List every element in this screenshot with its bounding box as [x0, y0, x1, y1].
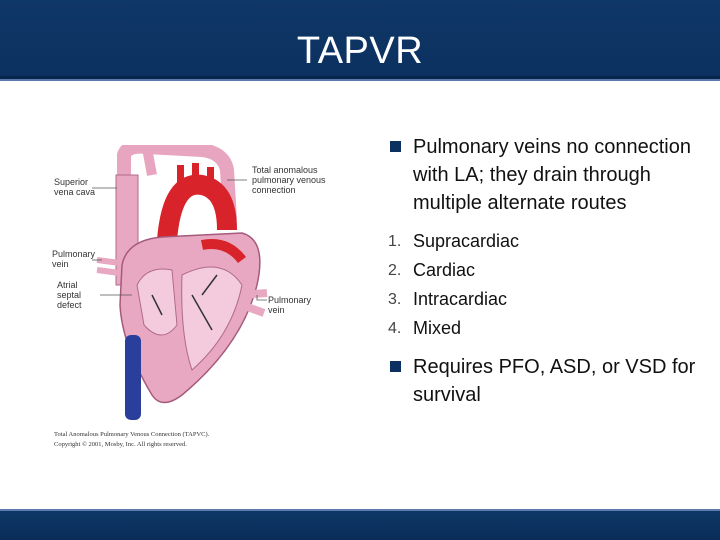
title-bar: TAPVR [0, 0, 720, 79]
list-item: 2. Cardiac [388, 256, 708, 285]
list-number: 3. [388, 291, 402, 308]
footer-divider [0, 509, 720, 511]
list-number: 4. [388, 320, 402, 337]
slide-title: TAPVR [296, 30, 424, 72]
content-bullets: Pulmonary veins no connection with LA; t… [388, 133, 708, 419]
bullet-text: Requires PFO, ASD, or VSD for survival [413, 356, 696, 406]
label-superior-vena-cava: Superior vena cava [54, 177, 96, 197]
list-item: 4. Mixed [388, 314, 708, 343]
header-divider [0, 79, 720, 81]
list-item: 3. Intracardiac [388, 285, 708, 314]
label-pulmonary-vein-left: Pulmonary vein [52, 249, 96, 269]
bullet-text: Pulmonary veins no connection with LA; t… [413, 136, 691, 214]
bullet-square-icon [390, 361, 401, 372]
bullet-item: Pulmonary veins no connection with LA; t… [388, 133, 708, 217]
list-item: 1. Supracardiac [388, 227, 708, 256]
label-tapvc: Total anomalous pulmonary venous connect… [252, 165, 326, 195]
heart-diagram: Superior vena cava Total anomalous pulmo… [52, 139, 342, 455]
label-atrial-septal-defect: Atrial septal defect [57, 280, 82, 310]
list-text: Supracardiac [413, 231, 520, 251]
figure-copyright: Copyright © 2001, Mosby, Inc. All rights… [54, 441, 187, 448]
list-text: Cardiac [413, 260, 476, 280]
list-text: Mixed [413, 318, 462, 338]
bullet-square-icon [390, 141, 401, 152]
list-number: 2. [388, 262, 402, 279]
list-text: Intracardiac [413, 289, 508, 309]
numbered-list: 1.Supracardiac 2.Cardiac 3.Intracardiac … [388, 227, 708, 343]
bullet-item: Requires PFO, ASD, or VSD for survival [388, 353, 708, 409]
label-pulmonary-vein-right: Pulmonary vein [268, 295, 312, 315]
footer-bar [0, 511, 720, 540]
figure-caption: Total Anomalous Pulmonary Venous Connect… [54, 431, 210, 438]
list-number: 1. [388, 233, 402, 250]
heart-illustration [92, 139, 268, 420]
